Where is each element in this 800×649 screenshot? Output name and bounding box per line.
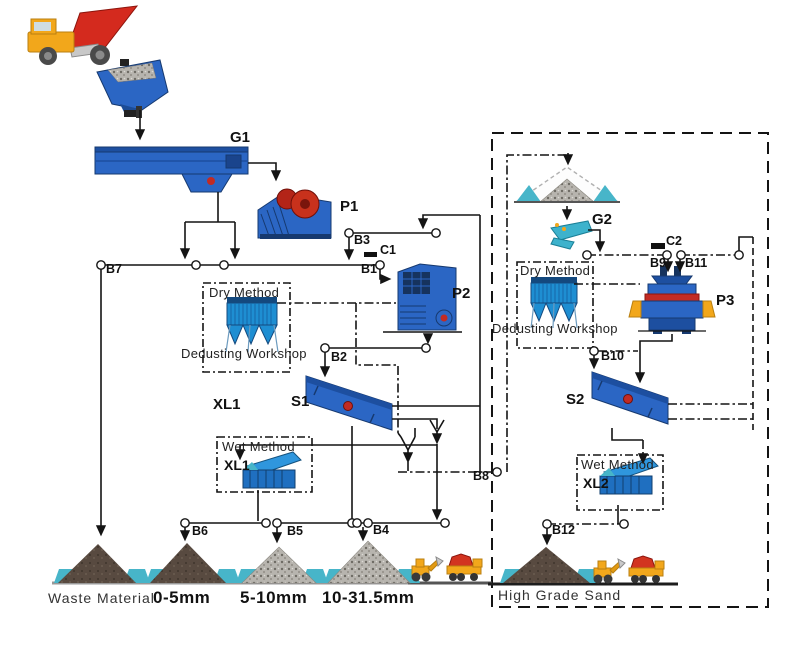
vibrating-screen-icon: [591, 371, 669, 425]
jaw-crusher-icon: [257, 188, 332, 239]
tag-b3: B3: [354, 233, 370, 247]
tag-b6: B6: [192, 524, 208, 538]
label-xl1: XL1: [213, 396, 241, 413]
washing-right-method: Wet Method: [581, 457, 654, 472]
feed-hopper-icon: [96, 59, 169, 118]
label-p3: P3: [716, 292, 735, 309]
haul-truck-icon: [446, 553, 483, 581]
output-0-5mm: 0-5mm: [153, 588, 211, 607]
tag-b2: B2: [331, 350, 347, 364]
sand-washer-icon: [242, 451, 302, 489]
output-high-grade-sand: High Grade Sand: [498, 587, 622, 603]
label-p2: P2: [452, 285, 471, 302]
sand-section-box: [491, 132, 769, 608]
tag-b10: B10: [601, 349, 624, 363]
dump-truck-icon: [27, 5, 139, 65]
tag-b7: B7: [106, 262, 122, 276]
junction-nodes: [96, 228, 744, 529]
washing-right-box: [576, 454, 664, 511]
washing-left-method: Wet Method: [222, 439, 295, 454]
output-5-10mm: 5-10mm: [240, 588, 308, 607]
output-waste: Waste Material: [48, 590, 155, 606]
stockpile-icon: [503, 547, 590, 583]
label-p1: P1: [340, 198, 359, 215]
wheel-loader-icon: [593, 558, 626, 584]
dedusting-right-workshop: Dedusting Workshop: [492, 321, 618, 336]
haul-truck-icon: [628, 555, 665, 583]
section-boxes: [202, 132, 769, 608]
dedusting-right-box: [516, 261, 594, 349]
tag-b12: B12: [552, 523, 575, 537]
label-s2: S2: [566, 391, 585, 408]
label-g2: G2: [592, 211, 613, 228]
stockpile-icon: [150, 543, 226, 583]
stockpiles: [58, 540, 590, 584]
tag-b8: B8: [473, 469, 489, 483]
tag-c1: C1: [380, 243, 396, 257]
tag-b11: B11: [685, 256, 708, 270]
flow-lines-solid: [95, 110, 753, 546]
tag-b1: B1: [361, 262, 377, 276]
dedusting-left-workshop: Dedusting Workshop: [181, 346, 307, 361]
washing-left-box: [216, 436, 313, 493]
vibrating-feeder-icon: [94, 146, 249, 193]
wheel-loader-icon: [411, 556, 444, 582]
impact-crusher-icon: [397, 263, 457, 331]
washing-right-unit: XL2: [583, 475, 609, 491]
stockpile-icon: [241, 546, 317, 584]
tag-b4: B4: [373, 523, 389, 537]
stockpile-icon: [58, 544, 136, 583]
flow-lines-dashdot: [277, 154, 753, 525]
stockpile-icon: [327, 540, 411, 584]
tag-c2: C2: [666, 234, 682, 248]
label-s1: S1: [291, 393, 310, 410]
dedusting-left-box: [202, 282, 291, 373]
tag-b5: B5: [287, 524, 303, 538]
dedusting-left-method: Dry Method: [209, 285, 280, 300]
conveyor-symbol-c1: [364, 252, 377, 257]
label-g1: G1: [230, 129, 251, 146]
dust-collector-icon: [225, 297, 279, 353]
dedusting-right-method: Dry Method: [520, 263, 591, 278]
dust-collector-icon: [530, 277, 578, 329]
tag-b9: B9: [650, 256, 666, 270]
conveyor-symbol-c2: [651, 243, 665, 249]
washing-left-unit: XL1: [224, 457, 250, 473]
vibrating-screen-icon: [305, 375, 393, 431]
vibrating-feeder-icon: [550, 220, 593, 250]
output-10-31-5mm: 10-31.5mm: [322, 588, 415, 607]
vsi-crusher-icon: [628, 266, 716, 334]
covered-stockpile-icon: [513, 166, 621, 203]
